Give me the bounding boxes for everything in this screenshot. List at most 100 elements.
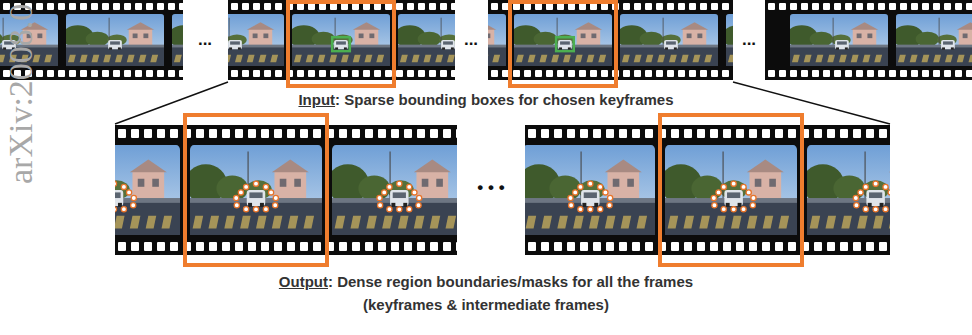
- pole: [663, 18, 664, 46]
- tree: [916, 32, 940, 47]
- sprocket-hole: [700, 3, 707, 10]
- sprocket-hole: [308, 70, 315, 77]
- wheel: [260, 203, 264, 207]
- tree: [833, 176, 865, 202]
- sprocket-hole: [840, 129, 848, 138]
- crosswalk-stripe: [810, 216, 821, 229]
- boundary-dot: [741, 184, 746, 189]
- crosswalk-stripe: [815, 55, 823, 62]
- zoom-line: [115, 82, 228, 124]
- boundary-dot: [96, 190, 101, 195]
- sprocket-hole: [606, 129, 614, 138]
- sprocket-hole: [667, 70, 674, 77]
- roof: [889, 159, 926, 172]
- crosswalk-stripe: [382, 216, 393, 229]
- frame-image: [327, 145, 464, 235]
- boundary-dot: [131, 203, 136, 208]
- sprocket-hole: [330, 3, 337, 10]
- wheel: [118, 47, 121, 49]
- boundary-dot: [111, 181, 116, 186]
- tree: [216, 176, 248, 202]
- sprocket-hole: [341, 70, 348, 77]
- sprocket-hole: [853, 129, 861, 138]
- crosswalk-stripe: [240, 216, 251, 229]
- window: [253, 34, 258, 39]
- sprocket-hole: [779, 70, 786, 77]
- sprocket-hole: [209, 129, 217, 138]
- sprocket-hole: [170, 242, 178, 251]
- car: [866, 190, 884, 206]
- boundary-dot: [273, 203, 278, 208]
- bounding-box: [332, 37, 350, 51]
- tree: [549, 176, 581, 202]
- sprocket-hole: [404, 129, 412, 138]
- sprocket-hole: [528, 129, 536, 138]
- crosswalk-stripe: [921, 55, 929, 62]
- crosswalk-stripe: [481, 55, 489, 62]
- wheel: [582, 203, 586, 207]
- output-heading: Output: [279, 273, 328, 290]
- keyframe-highlight: [288, 2, 394, 86]
- crosswalk-stripe: [526, 216, 537, 229]
- sprocket-hole: [144, 242, 152, 251]
- sprocket-hole: [297, 3, 304, 10]
- crosswalk-stripe: [200, 55, 208, 62]
- boundary-dot: [263, 207, 268, 212]
- wheel: [665, 47, 668, 49]
- sprocket-hole: [632, 129, 640, 138]
- sprocket-hole: [248, 129, 256, 138]
- sprocket-hole: [768, 3, 775, 10]
- sprocket-hole: [231, 3, 238, 10]
- frame-image: [892, 14, 972, 66]
- boundary-dot: [387, 184, 392, 189]
- boundary-dot: [712, 203, 717, 208]
- crosswalk-stripe: [335, 216, 346, 229]
- window: [963, 34, 968, 39]
- sprocket-hole: [768, 70, 775, 77]
- boundary-dot: [750, 203, 755, 208]
- crosswalk-stripe: [51, 216, 62, 229]
- sprocket-hole: [352, 3, 359, 10]
- crosswalk-stripe: [197, 55, 205, 62]
- wheel: [868, 203, 872, 207]
- output-caption: Output: Dense region boundaries/masks fo…: [0, 273, 972, 290]
- frame-image: [404, 14, 506, 66]
- sprocket-hole: [275, 3, 282, 10]
- crosswalk-stripe: [827, 55, 835, 62]
- wheel: [880, 203, 884, 207]
- roof: [575, 22, 602, 29]
- sprocket-hole: [900, 70, 907, 77]
- sprocket-hole: [352, 129, 360, 138]
- boundary-dot: [598, 207, 603, 212]
- crosswalk-stripe: [969, 55, 972, 62]
- sprocket-hole: [878, 70, 885, 77]
- boundary-dot: [751, 195, 756, 200]
- sprocket-hole: [834, 70, 841, 77]
- pole: [939, 18, 940, 46]
- sprocket-hole: [678, 3, 685, 10]
- sprocket-hole: [135, 3, 142, 10]
- crosswalk-stripe: [235, 55, 243, 62]
- boundary-dot: [873, 181, 878, 186]
- sprocket-hole: [363, 3, 370, 10]
- wheel: [836, 47, 839, 49]
- crosswalk-stripe: [763, 216, 774, 229]
- sprocket-hole: [47, 70, 54, 77]
- crosswalk-stripe: [68, 55, 76, 62]
- boundary-dot: [121, 207, 126, 212]
- crosswalk-stripe: [751, 55, 759, 62]
- sprocket-hole: [451, 3, 458, 10]
- sprocket-hole: [308, 3, 315, 10]
- sprocket-hole: [297, 70, 304, 77]
- sprocket-hole: [196, 129, 204, 138]
- sprocket-hole: [313, 242, 321, 251]
- window: [857, 34, 862, 39]
- crosswalk-stripe: [839, 55, 847, 62]
- input-caption: Input: Sparse bounding boxes for chosen …: [0, 91, 972, 108]
- sprocket-hole: [590, 70, 597, 77]
- boundary-dot: [858, 190, 863, 195]
- sprocket-hole: [168, 3, 175, 10]
- wheel: [118, 203, 122, 207]
- sprocket-hole: [374, 70, 381, 77]
- sprocket-hole: [867, 3, 874, 10]
